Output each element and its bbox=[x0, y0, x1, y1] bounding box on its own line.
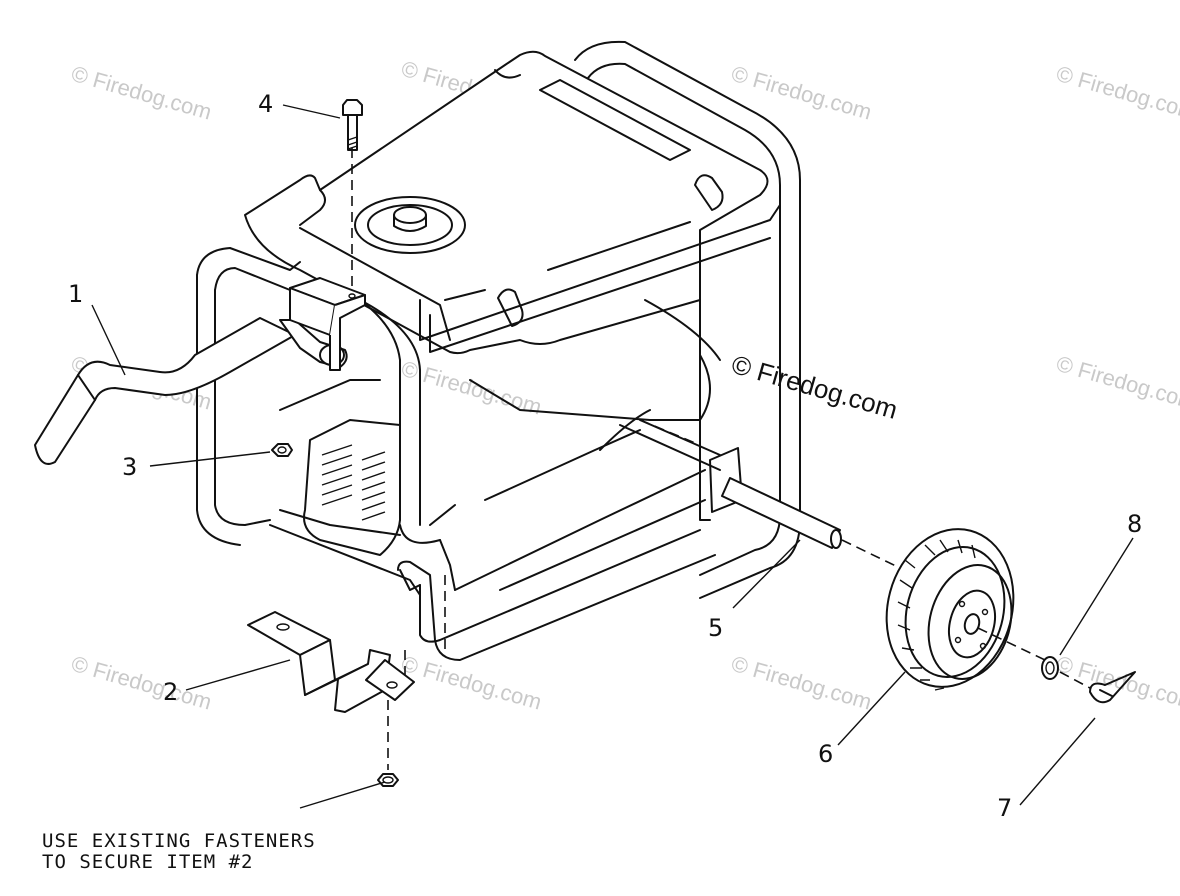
assembly-note: USE EXISTING FASTENERS TO SECURE ITEM #2 bbox=[42, 830, 316, 873]
callout-5: 5 bbox=[708, 614, 723, 642]
watermark: © Firedog.com bbox=[69, 61, 215, 125]
fuel-cap-icon bbox=[354, 196, 466, 254]
watermark: © Firedog.com bbox=[1054, 61, 1180, 125]
leader-lines bbox=[91, 104, 1134, 809]
nut-part bbox=[271, 443, 293, 457]
handle-part bbox=[34, 317, 348, 465]
wheel-part bbox=[885, 528, 1046, 691]
callout-7: 7 bbox=[997, 794, 1012, 822]
callout-8: 8 bbox=[1127, 510, 1142, 538]
watermark-main: © Firedog.com bbox=[728, 349, 901, 425]
generator-frame-front bbox=[196, 204, 781, 661]
axle-part bbox=[721, 477, 901, 569]
callout-3: 3 bbox=[122, 453, 137, 481]
watermark: © Firedog.com bbox=[729, 651, 875, 715]
tire-tread bbox=[897, 539, 976, 691]
note-line-2: TO SECURE ITEM #2 bbox=[42, 851, 253, 873]
support-bracket-part bbox=[247, 611, 415, 787]
watermark: © Firedog.com bbox=[729, 61, 875, 125]
washer-part bbox=[1041, 656, 1091, 689]
vent-grille bbox=[321, 444, 386, 521]
callout-2: 2 bbox=[163, 678, 178, 706]
handle-bracket-part bbox=[289, 277, 366, 371]
generator-engine bbox=[244, 50, 769, 355]
callout-4: 4 bbox=[258, 90, 273, 118]
callouts: 1 2 3 4 5 6 7 8 bbox=[68, 90, 1142, 822]
watermark: © Firedog.com bbox=[399, 651, 545, 715]
note-line-1: USE EXISTING FASTENERS bbox=[42, 830, 316, 852]
generator-frame-rear bbox=[574, 40, 801, 599]
callout-1: 1 bbox=[68, 280, 83, 308]
callout-6: 6 bbox=[818, 740, 833, 768]
watermark: © Firedog.com bbox=[1054, 351, 1180, 415]
watermark: © Firedog.com bbox=[69, 651, 215, 715]
watermark: © Firedog.com bbox=[1054, 651, 1180, 715]
hairpin-part bbox=[1089, 671, 1136, 704]
bolt-part bbox=[342, 99, 363, 151]
